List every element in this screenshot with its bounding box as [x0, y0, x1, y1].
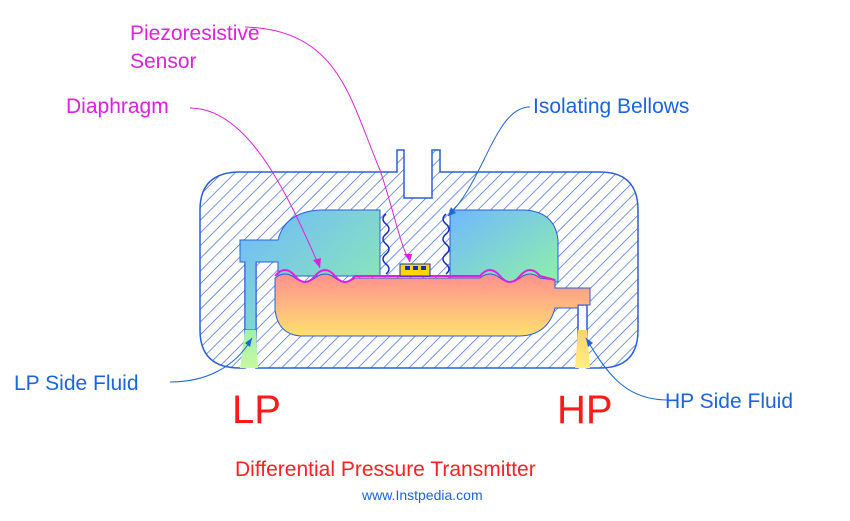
leader-bellows-arrow — [448, 207, 456, 216]
hp-chamber — [274, 273, 591, 337]
isolating-bellows — [382, 213, 450, 275]
hp-label: HP — [557, 388, 613, 432]
leader-hp-fluid — [585, 337, 669, 401]
leader-lp-fluid — [169, 337, 253, 383]
leader-diaphragm-arrow — [313, 258, 321, 268]
lp-side-fluid-label: LP Side Fluid — [14, 372, 139, 395]
leader-lp-arrow — [245, 338, 252, 347]
isolating-bellows-label: Isolating Bellows — [533, 95, 690, 118]
lp-label: LP — [232, 388, 281, 432]
leader-piezo — [244, 26, 411, 263]
diagram-title: Differential Pressure Transmitter — [235, 458, 536, 481]
leader-diaphragm — [189, 107, 321, 269]
leader-piezo-arrow — [404, 254, 412, 262]
sensor-chip — [399, 263, 431, 277]
leader-bellows — [447, 106, 531, 217]
hp-port-fluid — [575, 330, 590, 368]
leader-hp-arrow — [586, 338, 593, 347]
diaphragm-line — [274, 269, 556, 283]
website-url: www.Instpedia.com — [362, 487, 483, 503]
hp-side-fluid-label: HP Side Fluid — [665, 390, 794, 413]
lp-port-fluid — [240, 330, 258, 368]
diaphragm-label: Diaphragm — [66, 95, 169, 118]
piezo-sensor-label: Piezoresistive Sensor — [130, 22, 260, 74]
